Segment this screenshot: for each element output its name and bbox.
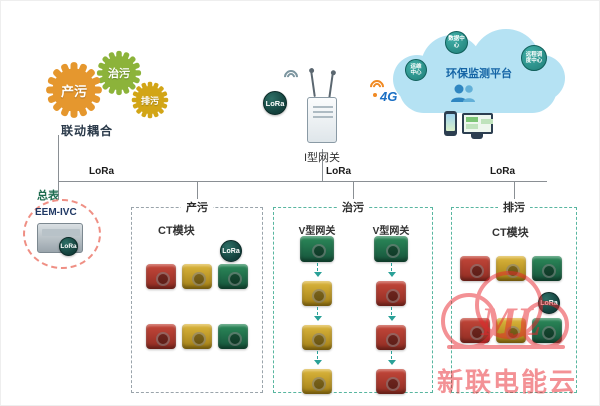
ct-device-green: [218, 324, 248, 349]
meter-ring: [23, 199, 101, 269]
bus-lora-mid: LoRa: [326, 166, 351, 177]
treat-right-column: V型网关: [362, 226, 420, 394]
gear-produce: 产污: [45, 61, 103, 119]
flow-arrow-icon: [313, 263, 322, 277]
ct-device-yellow: [302, 369, 332, 394]
ct-device-green: [218, 264, 248, 289]
gateway-label: I型网关: [303, 152, 341, 164]
ct-device-red: [376, 369, 406, 394]
link-4g-label: 4G: [380, 89, 398, 104]
produce-device-row-1: [146, 264, 248, 289]
gear-icon: [131, 81, 169, 119]
box-produce-title: 产污: [181, 199, 213, 215]
ct-device-yellow: [496, 318, 526, 343]
meter-model: EEM-IVC: [35, 207, 77, 218]
ct-device-red: [376, 325, 406, 350]
wifi-icon: [281, 67, 301, 87]
monitor-icon: [462, 113, 493, 134]
flow-arrow-icon: [387, 263, 396, 277]
gear-treat: 治污: [96, 50, 142, 96]
ct-device-yellow: [182, 264, 212, 289]
ct-device-red: [146, 264, 176, 289]
discharge-device-row-2: [460, 318, 562, 343]
ct-module-label: CT模块: [492, 227, 529, 239]
ct-device-yellow: [182, 324, 212, 349]
connector-treat-drop: [353, 181, 354, 207]
gear-discharge: 排污: [131, 81, 169, 119]
ct-device-red: [376, 281, 406, 306]
ct-device-green: [532, 256, 562, 281]
meter-lora-badge: LoRa: [59, 237, 78, 256]
connector-produce-drop: [197, 181, 198, 207]
v-gateway-device: [374, 236, 408, 262]
discharge-device-row-1: [460, 256, 562, 281]
box-treat-title: 治污: [337, 199, 369, 215]
cloud-platform: 环保监测平台 数据中心 运维中心 远程调度中心: [393, 29, 565, 125]
linkage-caption: 联动耦合: [61, 124, 114, 138]
ct-device-red: [460, 318, 490, 343]
gateway-lora-badge: LoRa: [263, 91, 287, 115]
gear-treat-label: 治污: [108, 68, 130, 80]
lora-bus-line: [58, 181, 547, 182]
v-gateway-device: [300, 236, 334, 262]
flow-arrow-icon: [313, 307, 322, 321]
produce-lora-badge: LoRa: [220, 240, 242, 262]
gear-produce-label: 产污: [60, 83, 87, 99]
treat-right-devices: [376, 281, 406, 394]
cloud-node-dispatch-center: 远程调度中心: [521, 45, 547, 71]
group-box-discharge: 排污 CT模块 LoRa: [451, 199, 577, 393]
connector-gateway-drop: [322, 149, 323, 181]
v-gateway-right-label: V型网关: [372, 226, 410, 237]
signal-dot-icon: [373, 93, 377, 97]
ct-device-green: [532, 318, 562, 343]
meter-device: [37, 223, 83, 253]
ct-module-label: CT模块: [158, 225, 195, 237]
ct-device-red: [460, 256, 490, 281]
produce-device-row-2: [146, 324, 248, 349]
cloud-title: 环保监测平台: [446, 68, 512, 80]
antenna-icon: [310, 70, 316, 98]
connector-discharge-drop: [514, 181, 515, 207]
ct-device-yellow: [302, 281, 332, 306]
antenna-icon: [328, 72, 334, 100]
connector-left-vertical: [58, 135, 59, 199]
bus-lora-right: LoRa: [490, 166, 515, 177]
users-icon: [451, 84, 475, 102]
flow-arrow-icon: [313, 351, 322, 365]
gear-icon: [46, 62, 102, 118]
smartphone-icon: [444, 111, 457, 136]
cloud-node-ops-center: 运维中心: [405, 59, 427, 81]
cloud-node-data-center: 数据中心: [445, 31, 468, 54]
treat-left-column: V型网关: [288, 226, 346, 394]
gear-discharge-label: 排污: [140, 95, 159, 106]
discharge-lora-badge: LoRa: [538, 292, 560, 314]
group-box-produce: 产污 CT模块 LoRa: [131, 199, 263, 393]
monitor-stand: [471, 134, 483, 139]
group-box-treat: 治污 V型网关 V型网关: [273, 199, 433, 394]
gateway-device: [307, 97, 337, 143]
treat-left-devices: [302, 281, 332, 394]
v-gateway-left-label: V型网关: [298, 226, 336, 237]
bus-lora-left: LoRa: [89, 166, 114, 177]
flow-arrow-icon: [387, 307, 396, 321]
flow-arrow-icon: [387, 351, 396, 365]
ct-device-yellow: [302, 325, 332, 350]
gear-icon: [96, 50, 142, 96]
ct-device-red: [146, 324, 176, 349]
box-discharge-title: 排污: [498, 199, 530, 215]
ct-device-yellow: [496, 256, 526, 281]
